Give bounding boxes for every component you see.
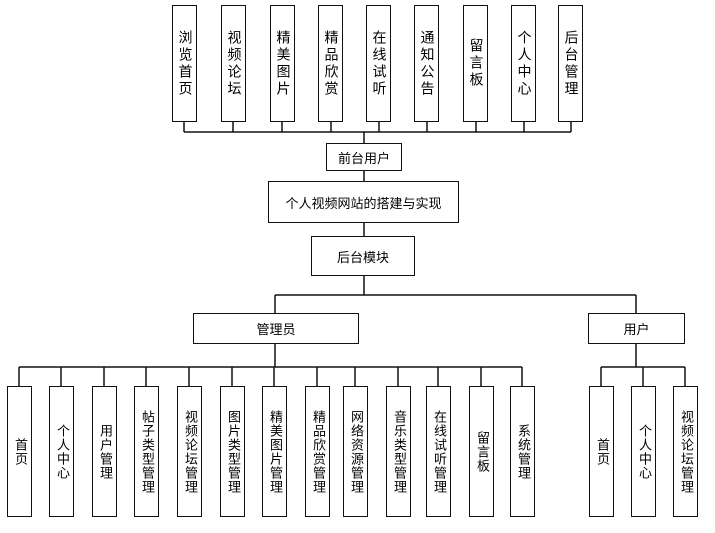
admin-module-label: 个人中心 — [54, 423, 69, 480]
front-user-box: 前台用户 — [326, 143, 402, 171]
top-module-box: 留言板 — [463, 5, 488, 122]
admin-module-box: 系统管理 — [510, 386, 535, 517]
top-module-label: 视频论坛 — [225, 29, 242, 98]
admin-module-box: 精美图片管理 — [262, 386, 287, 517]
admin-module-label: 精美图片管理 — [267, 409, 282, 494]
admin-module-label: 视频论坛管理 — [182, 409, 197, 494]
admin-module-box: 帖子类型管理 — [134, 386, 159, 517]
backend-module-box: 后台模块 — [311, 236, 415, 276]
admin-module-box: 精品欣赏管理 — [305, 386, 330, 517]
admin-module-label: 精品欣赏管理 — [310, 409, 325, 494]
admin-module-box: 网络资源管理 — [343, 386, 368, 517]
system-title-label: 个人视频网站的搭建与实现 — [285, 196, 442, 212]
system-title-box: 个人视频网站的搭建与实现 — [268, 181, 459, 223]
user-role-label: 用户 — [623, 323, 650, 338]
user-module-box: 视频论坛管理 — [673, 386, 698, 517]
admin-module-label: 在线试听管理 — [431, 409, 446, 494]
top-module-box: 后台管理 — [558, 5, 583, 122]
admin-module-box: 在线试听管理 — [426, 386, 451, 517]
front-user-label: 前台用户 — [337, 151, 390, 167]
top-module-box: 精品欣赏 — [318, 5, 343, 122]
top-module-label: 留言板 — [467, 38, 484, 89]
admin-module-box: 个人中心 — [49, 386, 74, 517]
admin-module-box: 用户管理 — [92, 386, 117, 517]
admin-module-label: 系统管理 — [515, 423, 530, 480]
user-module-label: 首页 — [594, 437, 609, 466]
admin-module-label: 留言板 — [474, 430, 489, 473]
admin-role-label: 管理员 — [256, 323, 296, 338]
admin-module-box: 留言板 — [469, 386, 494, 517]
user-module-label: 视频论坛管理 — [678, 409, 693, 494]
top-module-box: 精美图片 — [270, 5, 295, 122]
top-module-label: 通知公告 — [418, 29, 435, 98]
user-role-box: 用户 — [588, 313, 685, 344]
top-module-label: 精品欣赏 — [322, 29, 339, 98]
user-module-label: 个人中心 — [636, 423, 651, 480]
top-module-box: 视频论坛 — [221, 5, 246, 122]
top-module-label: 精美图片 — [274, 29, 291, 98]
admin-module-box: 首页 — [7, 386, 32, 517]
top-module-label: 浏览首页 — [176, 29, 193, 98]
admin-module-box: 音乐类型管理 — [386, 386, 411, 517]
user-module-box: 个人中心 — [631, 386, 656, 517]
top-module-box: 通知公告 — [414, 5, 439, 122]
top-module-label: 个人中心 — [515, 29, 532, 98]
top-module-label: 在线试听 — [370, 29, 387, 98]
admin-module-label: 图片类型管理 — [225, 409, 240, 494]
admin-module-label: 帖子类型管理 — [139, 409, 154, 494]
top-module-box: 浏览首页 — [172, 5, 197, 122]
admin-module-box: 视频论坛管理 — [177, 386, 202, 517]
admin-module-label: 首页 — [12, 437, 27, 466]
admin-module-label: 音乐类型管理 — [391, 409, 406, 494]
admin-module-box: 图片类型管理 — [220, 386, 245, 517]
backend-module-label: 后台模块 — [336, 250, 389, 266]
user-module-box: 首页 — [589, 386, 614, 517]
top-module-label: 后台管理 — [562, 29, 579, 98]
top-module-box: 个人中心 — [511, 5, 536, 122]
admin-module-label: 用户管理 — [97, 423, 112, 480]
admin-module-label: 网络资源管理 — [348, 409, 363, 494]
top-module-box: 在线试听 — [366, 5, 391, 122]
admin-role-box: 管理员 — [193, 313, 359, 344]
